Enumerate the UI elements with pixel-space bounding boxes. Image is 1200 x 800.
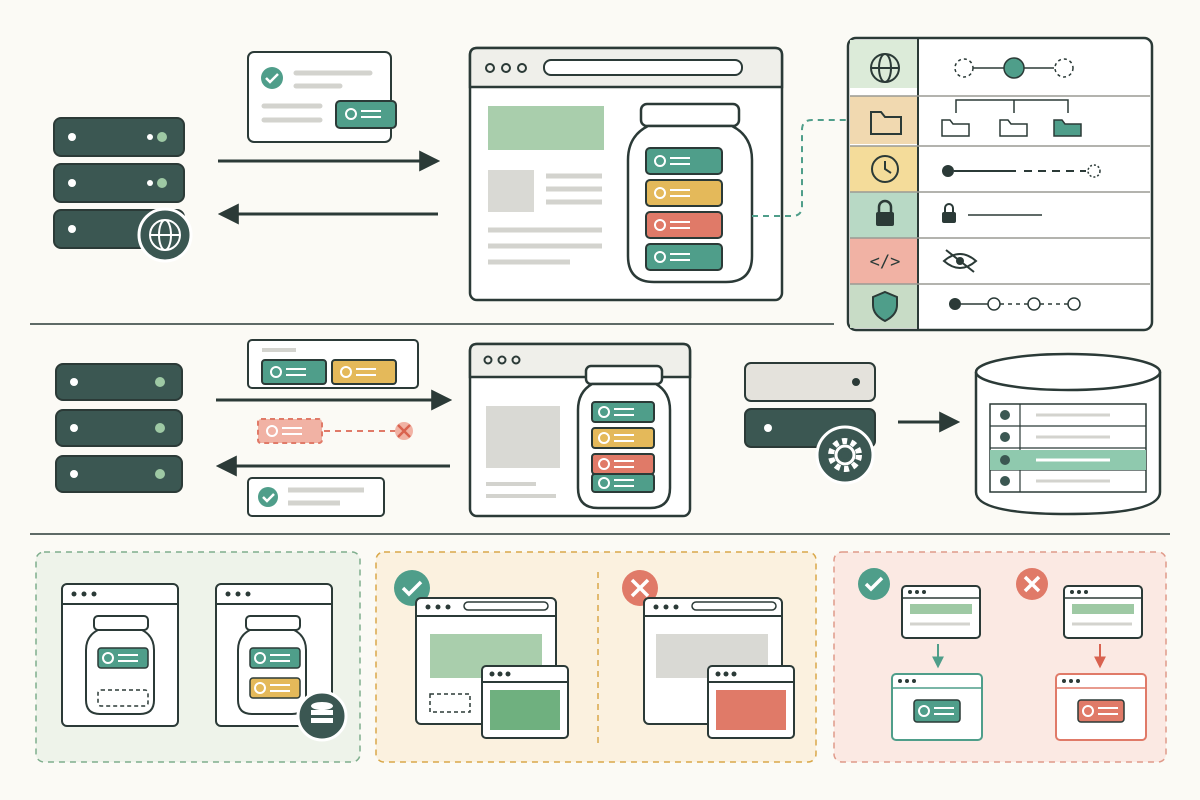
check-icon [858,568,890,600]
cookie-header-card [247,339,419,389]
globe-icon [137,207,193,263]
cookie-jar-middle [576,364,672,510]
clock-icon [871,155,899,183]
samesite-row [949,297,1081,311]
server-rack-middle [55,363,183,493]
eye-off-icon [942,249,978,273]
server-rack-top [53,117,185,249]
cross-icon [1016,568,1048,600]
folder-icon [870,111,902,135]
connector-jar-to-panel [752,119,848,217]
expires-row [942,164,1101,178]
cookie-attributes-panel: </> [846,36,1154,332]
transfer-panel [833,551,1167,763]
database [974,352,1162,516]
display-panel [375,551,817,763]
storage-panel [35,551,361,763]
path-row [941,99,1082,137]
shield-icon [872,290,898,323]
response-card-top [247,51,397,143]
gear-icon [815,425,875,485]
domain-row [954,57,1074,79]
cookie-jar-top [626,102,754,284]
code-icon: </> [870,252,901,272]
response-card-middle [247,477,385,517]
cross-icon [395,422,413,440]
lock-icon [876,199,894,226]
database-icon [296,690,348,742]
secure-row [942,203,1042,223]
globe-icon [870,53,900,83]
blocked-cookie [257,418,413,444]
